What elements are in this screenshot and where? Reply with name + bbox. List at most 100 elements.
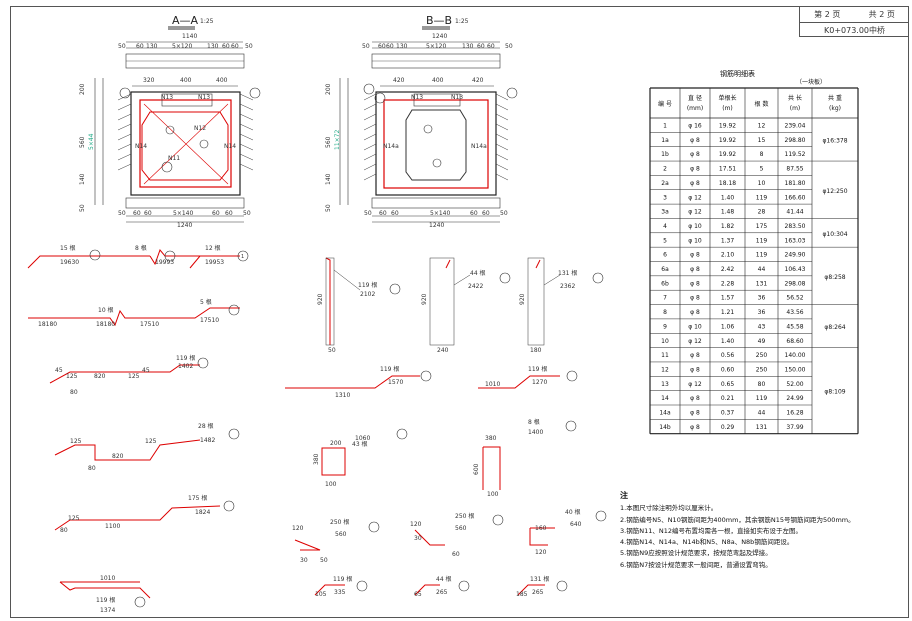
aa-rebar: N13 [198,94,210,101]
bar-14b-mark [556,580,568,592]
bar-8-len: 1270 [532,379,547,386]
table-cell: 3 [663,194,667,201]
table-cell: 80 [758,381,766,388]
table-cell: 2 [663,166,667,173]
aa-top-width: 1140 [182,33,197,40]
bar-1b-mark [164,250,176,262]
bb-dim: 50 [505,43,513,50]
bar-2-mark [228,304,240,316]
box-outline [375,91,497,196]
bar-2a-len: 18180 [38,321,57,328]
table-cell: 119 [756,194,768,201]
bb-inner-dim: 420 [393,77,405,84]
table-cell: φ 12 [688,338,702,345]
table-cell: 10 [661,338,669,345]
bar-8-mark [566,370,578,382]
bar-3-dim: 125 [128,373,140,380]
bb-dim: 60 [477,43,485,50]
box-outline [130,91,241,196]
table-cell: 44 [758,266,766,273]
bar-6b-count: 44 根 [470,269,486,277]
table-cell: 2.10 [721,252,735,259]
aa-left-dim: 560 [79,136,86,148]
bar-14b-shape [517,584,545,596]
table-cell: 181.80 [785,180,806,187]
bb-inner-dim: 400 [432,77,444,84]
bar-9-len: 1060 [355,435,370,442]
bb-top-width: 1240 [432,33,447,40]
aa-dim: 130 [207,43,219,50]
table-cell: 2.42 [721,266,735,273]
rebar-table: 钢筋明细表 （一块板） 编 号直 径(mm)单根长(m)根 数共 长(m)共 重… [649,69,859,435]
table-cell: 1.40 [721,194,735,201]
bar-6b-len: 2422 [468,283,483,290]
table-weight-cell: φ10:304 [822,231,847,238]
table-cell: 7 [663,295,667,302]
table-cell: φ 16 [688,123,702,130]
bar-3a-dim: 125 [70,438,82,445]
bar-14-len: 335 [334,589,346,596]
bottom-rebar-markers [125,197,245,209]
table-header-cell: (mm) [687,105,703,112]
aa-bottom-width: 1240 [177,222,192,229]
bar-11-dim: 30 [300,557,308,564]
table-cell: 250 [756,366,768,373]
bar-10-count: 8 根 [528,418,540,426]
aa-rebar: N14 [135,143,147,150]
bb-dim: 5×120 [426,43,446,50]
table-cell: φ 8 [690,309,700,316]
bar-14b-dim: 185 [516,591,528,598]
bar-3-dim: 45 [55,367,63,374]
table-cell: 19.92 [719,123,736,130]
bar-6a-hook [535,259,541,269]
bar-12-dim: 120 [410,521,422,528]
bar-12-shape [414,529,445,546]
bar-9-dim: 200 [330,440,342,447]
table-cell: 140.00 [785,352,806,359]
bar-6-count: 119 根 [358,281,377,289]
bar-8-len2: 1010 [485,381,500,388]
bb-dim: 60 [487,43,495,50]
bar-6a-b: 180 [530,347,542,354]
table-cell: φ 8 [690,266,700,273]
side-hatch [117,93,254,171]
bb-left-dim: 200 [325,83,332,95]
bar-9-dim: 380 [313,453,320,465]
bar-4-depth: 80 [60,527,68,534]
table-header-cell: 共 长 [788,94,802,102]
table-cell: 56.52 [786,295,803,302]
bar-3a-shape [54,439,201,461]
bar-6b-hook [445,259,451,269]
location-label: K0+073.00中桥 [823,26,886,35]
aa-dim: 60 [136,43,144,50]
table-cell: 175 [756,223,768,230]
bar-1b-count: 8 根 [135,244,147,252]
bar-6-h: 920 [317,293,324,305]
aa-bdim: 60 [225,210,233,217]
section-aa-title: A—A [172,14,199,27]
bar-6a-len: 2362 [560,283,575,290]
bar-5-top: 1010 [100,575,115,582]
bar-1-num: 1 [241,254,244,260]
table-cell: 0.60 [721,366,735,373]
table-cell: φ 8 [690,295,700,302]
table-cell: 14 [661,395,669,402]
section-bb: B—B 1:25 1240 50 60 60 130 5×120 130 60 … [325,14,518,229]
bar-details: 15 根 19630 8 根 19993 12 根 19953 1 10 根 1… [27,244,249,614]
aa-bdim: 5×140 [173,210,193,217]
bar-9-shape [321,447,346,476]
table-cell: 119 [756,395,768,402]
bar-3-len: 1402 [178,363,193,370]
bb-bdim: 60 [379,210,387,217]
table-cell: 87.55 [786,166,803,173]
note-item: 4.钢筋N14、N14a、N14b和N5、N8a、N8b钢筋间距设。 [620,538,794,547]
bar-1b-len: 19993 [155,259,174,266]
table-header-cell: 根 数 [755,100,769,108]
rebar-cage [383,99,489,189]
aa-left-dim: 50 [79,204,86,212]
table-cell: 49 [758,338,766,345]
table-header-cell: 共 重 [828,94,842,102]
aa-rebar: N14 [224,143,236,150]
